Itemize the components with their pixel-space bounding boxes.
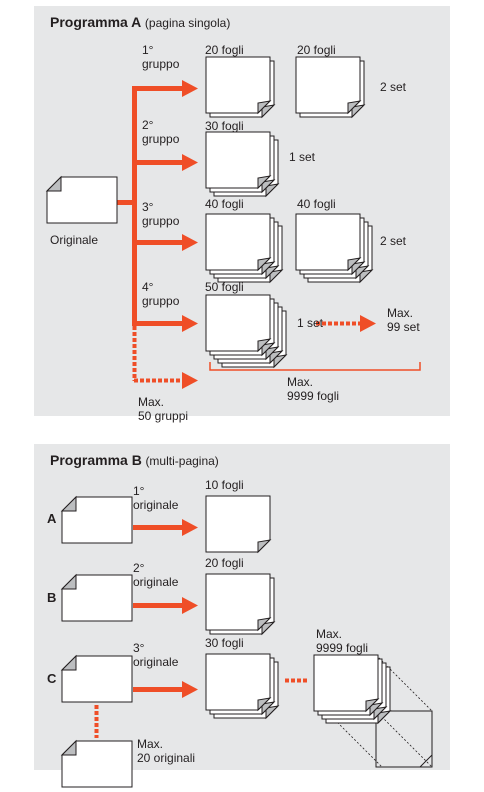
original-document-icon [46, 176, 118, 224]
row-b-letter: B [47, 590, 57, 605]
max-sets-line1: Max. [387, 306, 414, 320]
group2-sheets: 30 fogli [205, 119, 244, 133]
max-sheets-bracket [209, 362, 421, 371]
row-c-stack [205, 653, 279, 719]
row-c-label-line2: originale [133, 655, 179, 669]
group4-sheets: 50 fogli [205, 280, 244, 294]
program-b-dotted-lines [94, 678, 309, 738]
group4-sets: 1 set [297, 316, 324, 330]
group2-stack [205, 131, 279, 197]
row-c-sheets: 30 fogli [205, 636, 244, 650]
row-a-label-line2: originale [133, 498, 179, 512]
program-a-title: Programma A [50, 14, 142, 30]
group3-label-line2: gruppo [142, 214, 180, 228]
group2-label-line1: 2° [142, 118, 154, 132]
group4-label-line1: 4° [142, 280, 154, 294]
program-a-arrows [117, 80, 376, 389]
group3-label-line1: 3° [142, 200, 154, 214]
max-sheets-line2: 9999 fogli [287, 389, 340, 403]
row-a-sheets: 10 fogli [205, 478, 244, 492]
program-a-dotted-lines [132, 321, 360, 383]
max-sheets-3d-stack [313, 654, 433, 768]
max-groups-line1: Max. [138, 395, 165, 409]
group3-sheets-1: 40 fogli [205, 197, 244, 211]
original-a-icon [61, 496, 133, 544]
max-sheets-line1: Max. [287, 375, 314, 389]
group1-label-line2: gruppo [142, 57, 180, 71]
original-label: Originale [50, 233, 99, 247]
row-a-stack [205, 495, 271, 553]
group4-label-line2: gruppo [142, 294, 180, 308]
row-a-letter: A [47, 511, 57, 526]
row-c-label-line1: 3° [133, 641, 145, 655]
program-a-heading: Programma A (pagina singola) [50, 14, 230, 30]
original-b-icon [61, 574, 133, 622]
group4-stack [205, 294, 287, 368]
max-sheets-b-line2: 9999 fogli [316, 641, 369, 655]
group3-stack-2 [295, 213, 373, 283]
group2-sets: 1 set [289, 150, 316, 164]
original-c-icon [61, 655, 133, 703]
max-groups-line2: 50 gruppi [138, 409, 189, 423]
max-originals-line1: Max. [137, 737, 164, 751]
original-max-icon [61, 740, 133, 788]
program-b-subtitle: (multi-pagina) [145, 454, 219, 468]
row-c-letter: C [47, 671, 57, 686]
group1-sheets-2: 20 fogli [297, 43, 336, 57]
group3-sheets-2: 40 fogli [297, 197, 336, 211]
row-b-stack [205, 573, 275, 635]
group1-sheets-1: 20 fogli [205, 43, 244, 57]
program-b-title: Programma B [50, 452, 142, 468]
max-sheets-b-line1: Max. [316, 627, 343, 641]
row-b-sheets: 20 fogli [205, 556, 244, 570]
max-originals-line2: 20 originali [137, 751, 196, 765]
max-sets-line2: 99 set [387, 320, 420, 334]
group2-label-line2: gruppo [142, 132, 180, 146]
program-b-arrows [133, 519, 198, 698]
group1-stack-2 [295, 56, 365, 118]
row-b-label-line2: originale [133, 575, 179, 589]
row-a-label-line1: 1° [133, 484, 145, 498]
group1-label-line1: 1° [142, 43, 154, 57]
program-a-subtitle: (pagina singola) [144, 16, 231, 30]
group1-sets: 2 set [380, 80, 407, 94]
group1-stack-1 [205, 56, 275, 118]
program-b-heading: Programma B (multi-pagina) [50, 452, 219, 468]
group3-sets: 2 set [380, 234, 407, 248]
row-b-label-line1: 2° [133, 561, 145, 575]
group3-stack-1 [205, 213, 283, 283]
